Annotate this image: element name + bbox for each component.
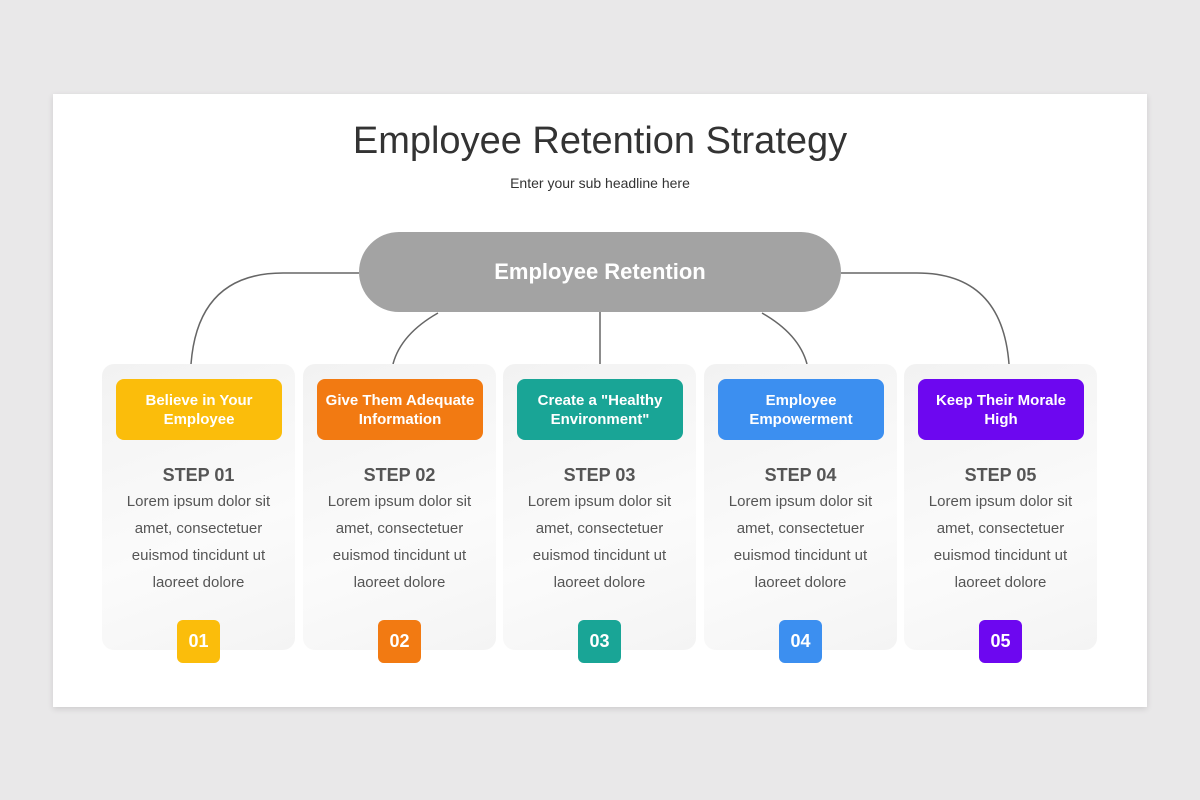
center-node: Employee Retention	[359, 232, 841, 312]
step-number-badge: 05	[979, 620, 1022, 663]
step-body: Lorem ipsum dolor sit amet, consectetuer…	[527, 493, 672, 591]
step-heading: Employee Empowerment	[718, 379, 884, 440]
connector-1	[190, 272, 359, 365]
step-heading: Believe in Your Employee	[116, 379, 282, 440]
step-number-badge: 02	[378, 620, 421, 663]
connector-4	[761, 312, 808, 365]
step-number-badge: 03	[578, 620, 621, 663]
step-heading: Give Them Adequate Information	[317, 379, 483, 440]
slide: Employee Retention Strategy Enter your s…	[53, 94, 1147, 707]
slide-subtitle: Enter your sub headline here	[510, 175, 690, 191]
step-body: Lorem ipsum dolor sit amet, consectetuer…	[126, 493, 271, 591]
step-heading: Keep Their Morale High	[918, 379, 1084, 440]
connector-5	[841, 272, 1010, 365]
step-number-badge: 01	[177, 620, 220, 663]
step-label: STEP 02	[363, 465, 436, 485]
slide-title: Employee Retention Strategy	[352, 120, 848, 162]
step-card: Create a "Healthy Environment" STEP 03 L…	[503, 364, 696, 663]
step-heading: Create a "Healthy Environment"	[517, 379, 683, 440]
step-label: STEP 04	[764, 465, 837, 485]
step-label: STEP 01	[162, 465, 235, 485]
step-number-badge: 04	[779, 620, 822, 663]
step-body: Lorem ipsum dolor sit amet, consectetuer…	[327, 493, 472, 591]
step-card: Employee Empowerment STEP 04 Lorem ipsum…	[704, 364, 897, 663]
step-card: Believe in Your Employee STEP 01 Lorem i…	[102, 364, 295, 663]
step-body: Lorem ipsum dolor sit amet, consectetuer…	[728, 493, 873, 591]
step-card: Keep Their Morale High STEP 05 Lorem ips…	[904, 364, 1097, 663]
step-label: STEP 03	[563, 465, 636, 485]
connector-lines	[190, 272, 1010, 365]
connector-2	[392, 312, 439, 365]
step-card: Give Them Adequate Information STEP 02 L…	[303, 364, 496, 663]
step-label: STEP 05	[964, 465, 1037, 485]
step-body: Lorem ipsum dolor sit amet, consectetuer…	[928, 493, 1073, 591]
